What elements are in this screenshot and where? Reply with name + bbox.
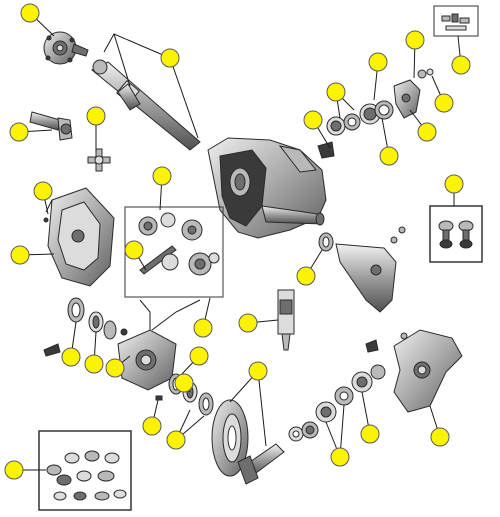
callout-shims[interactable] — [166, 430, 186, 450]
callout-pinion-bearing[interactable] — [330, 447, 350, 467]
callout-tube-seal[interactable] — [296, 266, 316, 286]
ball-joint-kit-box — [429, 205, 483, 263]
callout-bearing-upper[interactable] — [326, 82, 346, 102]
callout-bearing-kit[interactable] — [4, 460, 24, 480]
callout-ring-pinion[interactable] — [248, 361, 268, 381]
differential-carrier — [117, 328, 177, 391]
pinion-bearing-stack — [288, 364, 386, 442]
callout-pinion-seal[interactable] — [360, 424, 380, 444]
bearing-kit-box — [38, 430, 132, 511]
hub-bearing-assembly — [43, 31, 89, 65]
callout-bolt-cover[interactable] — [33, 181, 53, 201]
inner-axle-shaft — [29, 111, 73, 141]
callout-sealant[interactable] — [238, 313, 258, 333]
callout-carrier[interactable] — [105, 358, 125, 378]
bearing-stack-upper-right — [317, 100, 394, 159]
callout-cover[interactable] — [10, 245, 30, 265]
differential-cover — [43, 187, 115, 287]
callout-seal-upper[interactable] — [368, 52, 388, 72]
spider-gear-set-box — [124, 206, 224, 298]
sealant-tube — [277, 289, 295, 351]
callout-kit-top[interactable] — [451, 55, 471, 75]
callout-inner-shaft[interactable] — [9, 122, 29, 142]
u-joint-cross — [87, 148, 111, 172]
callout-bearing-center-a[interactable] — [189, 346, 209, 366]
callout-spider-gears[interactable] — [152, 166, 172, 186]
ring-and-pinion-gear — [211, 399, 285, 485]
small-parts-kit-box — [433, 5, 479, 37]
callout-knuckle-upper[interactable] — [417, 122, 437, 142]
callout-steering-knuckle[interactable] — [430, 427, 450, 447]
axle-shaft-assembly — [91, 59, 201, 151]
callout-bearing-left-a[interactable] — [61, 347, 81, 367]
steering-knuckle — [365, 329, 463, 413]
callout-washer-upper[interactable] — [434, 93, 454, 113]
differential-housing — [207, 137, 327, 239]
callout-nut-upper[interactable] — [303, 110, 323, 130]
callout-bracket-upper[interactable] — [405, 30, 425, 50]
callout-ball-joints[interactable] — [444, 174, 464, 194]
callout-pin[interactable] — [124, 240, 144, 260]
knuckle-bracket-upper — [393, 68, 434, 119]
callout-gear-kit[interactable] — [193, 318, 213, 338]
callout-u-joint[interactable] — [86, 106, 106, 126]
callout-axle-shaft[interactable] — [160, 48, 180, 68]
carrier-bearing-left — [43, 297, 117, 357]
callouts — [4, 3, 471, 480]
axle-tube-right — [318, 226, 406, 313]
callout-hub[interactable] — [20, 3, 40, 23]
callout-bearing-center-b[interactable] — [174, 373, 194, 393]
callout-bolt-lower[interactable] — [142, 416, 162, 436]
callout-race-upper[interactable] — [379, 146, 399, 166]
callout-bearing-left-b[interactable] — [84, 354, 104, 374]
